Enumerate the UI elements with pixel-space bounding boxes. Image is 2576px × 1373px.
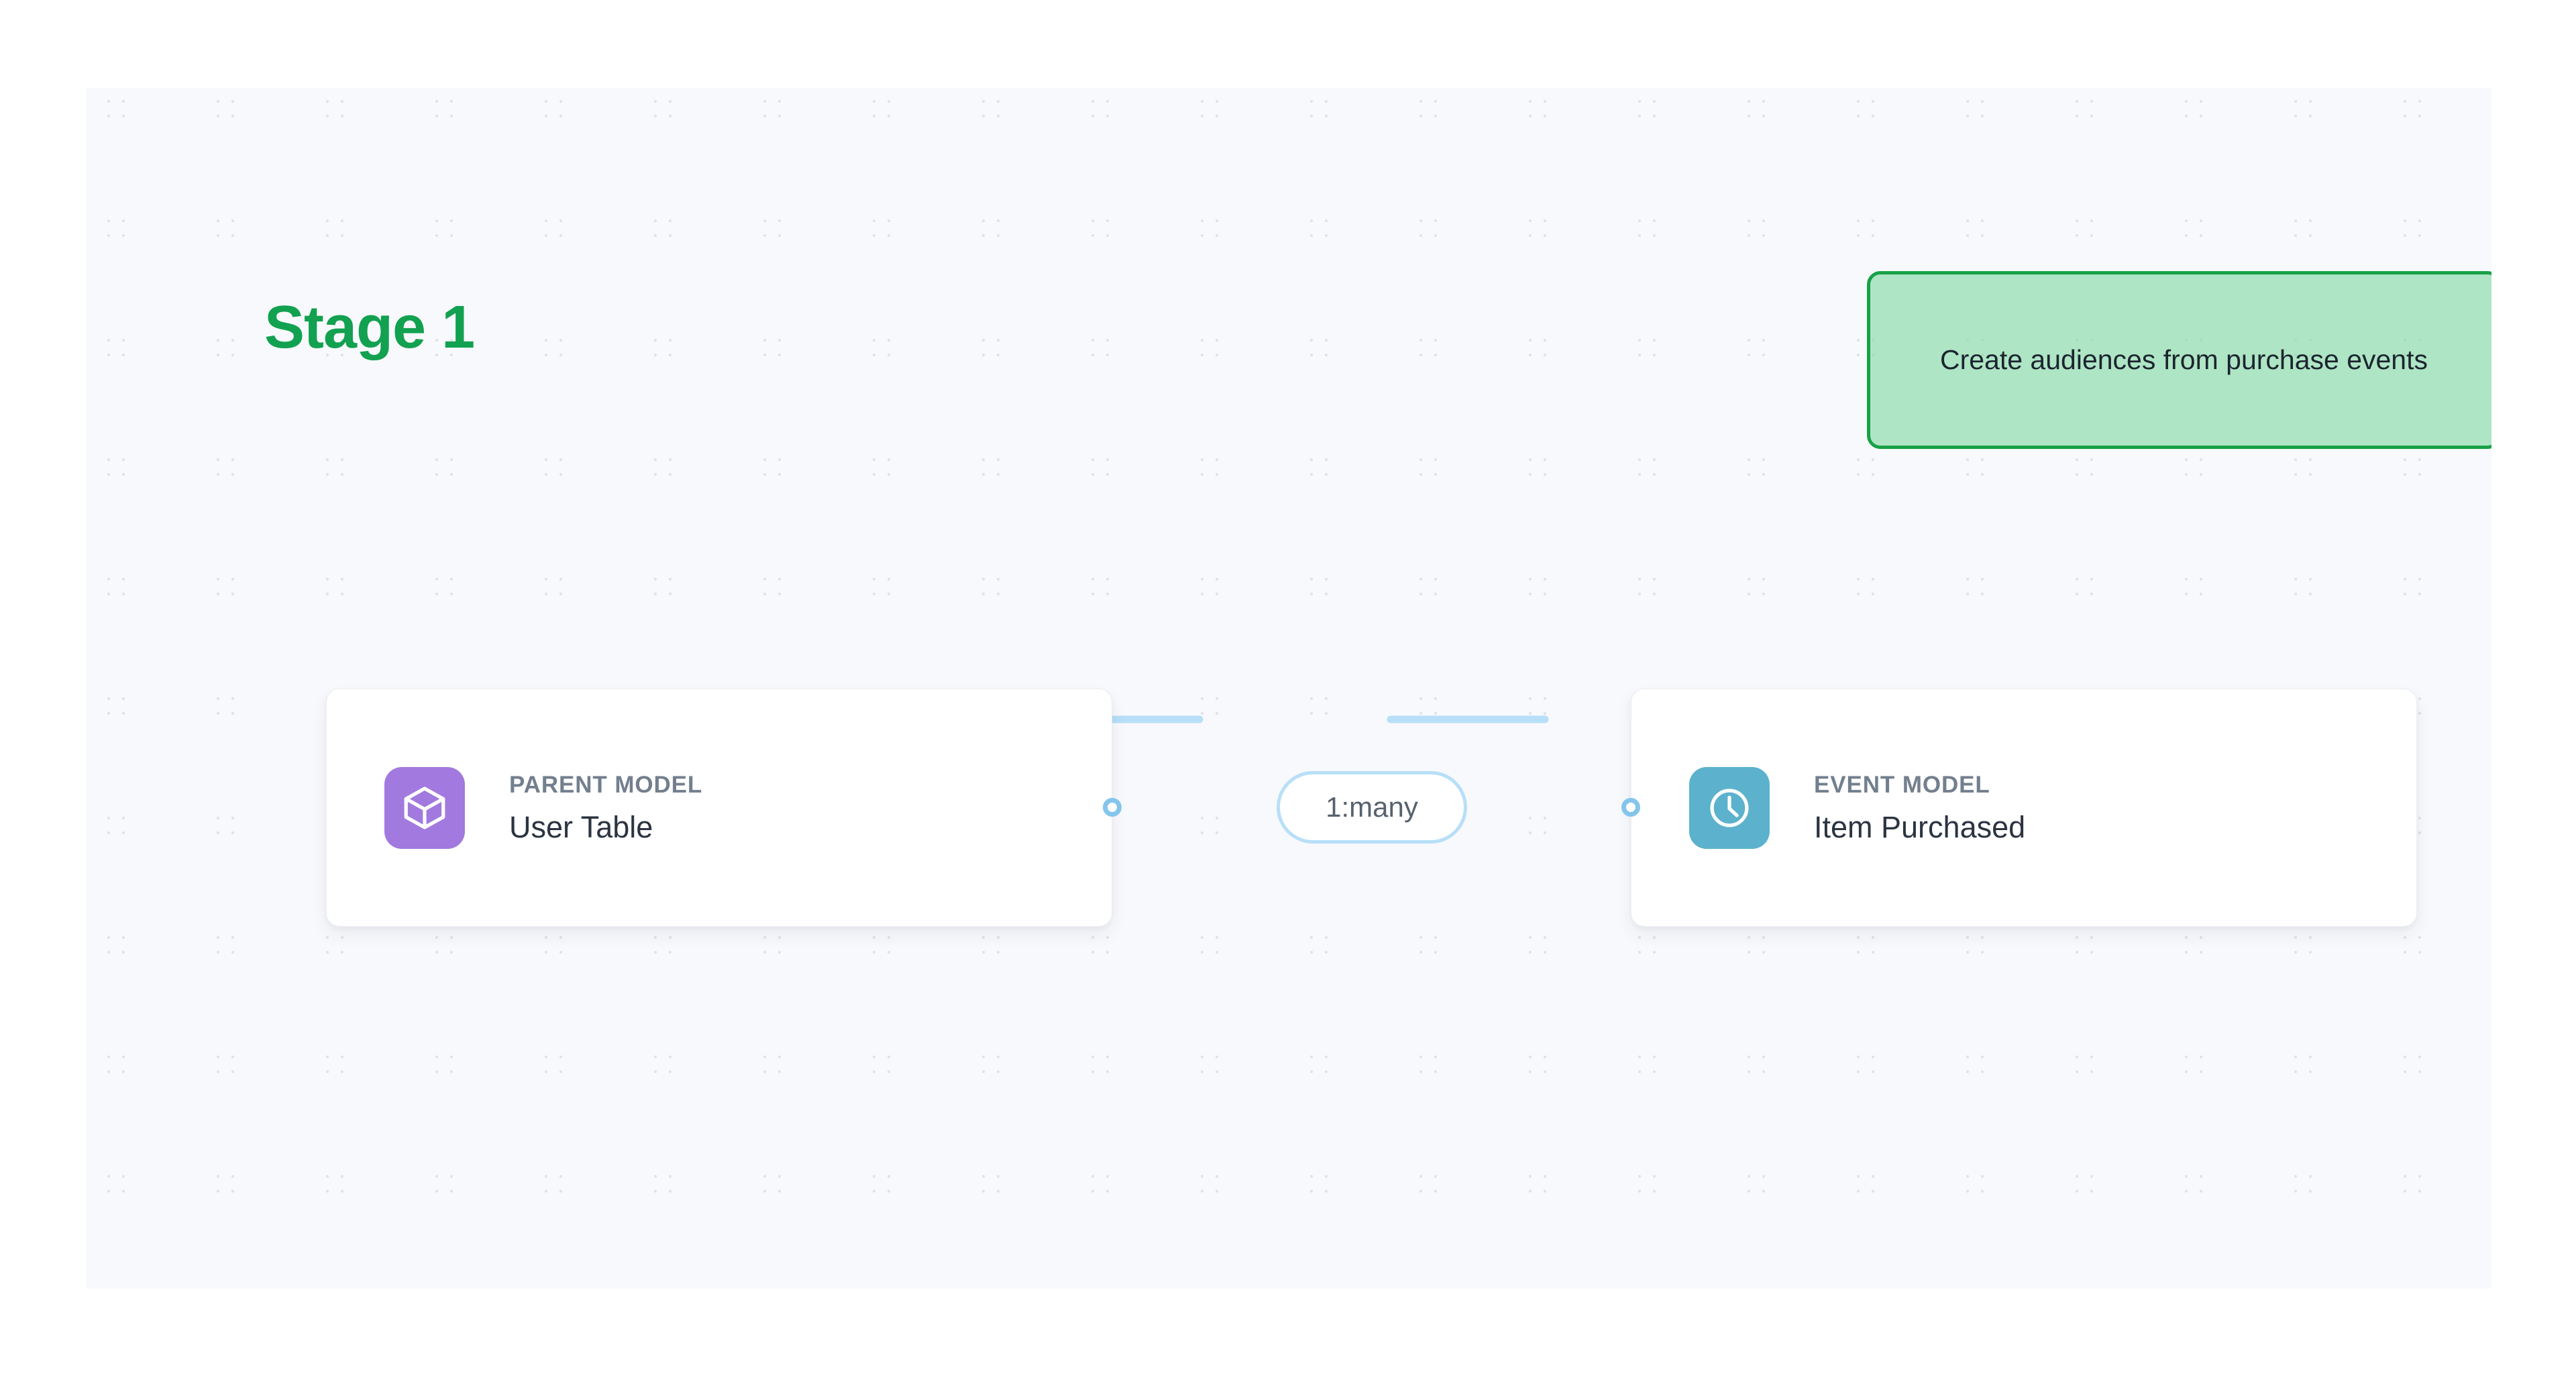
edge-cardinality-label: 1:many (1326, 791, 1418, 823)
node-event-model[interactable]: EVENT MODEL Item Purchased (1631, 689, 2417, 927)
node-event-model-title: Item Purchased (1814, 810, 2026, 844)
cube-icon (384, 766, 465, 849)
node-event-model-kicker: EVENT MODEL (1814, 772, 1990, 798)
annotation-callout[interactable]: Create audiences from purchase events (1867, 271, 2491, 449)
node-parent-model-text: PARENT MODEL User Table (509, 773, 702, 842)
node-parent-model[interactable]: PARENT MODEL User Table (326, 689, 1112, 927)
diagram-canvas[interactable]: Stage 1 Create audiences from purchase e… (86, 88, 2491, 1288)
node-parent-model-title: User Table (509, 810, 653, 844)
stage-title: Stage 1 (264, 294, 475, 361)
node-parent-model-kicker: PARENT MODEL (509, 772, 703, 798)
edge-target-port[interactable] (1621, 798, 1640, 817)
edge-cardinality-badge[interactable]: 1:many (1277, 771, 1467, 844)
annotation-callout-text: Create audiences from purchase events (1939, 344, 2428, 376)
node-event-model-text: EVENT MODEL Item Purchased (1814, 773, 2025, 842)
clock-icon (1689, 766, 1770, 849)
edge-source-port[interactable] (1103, 798, 1122, 817)
